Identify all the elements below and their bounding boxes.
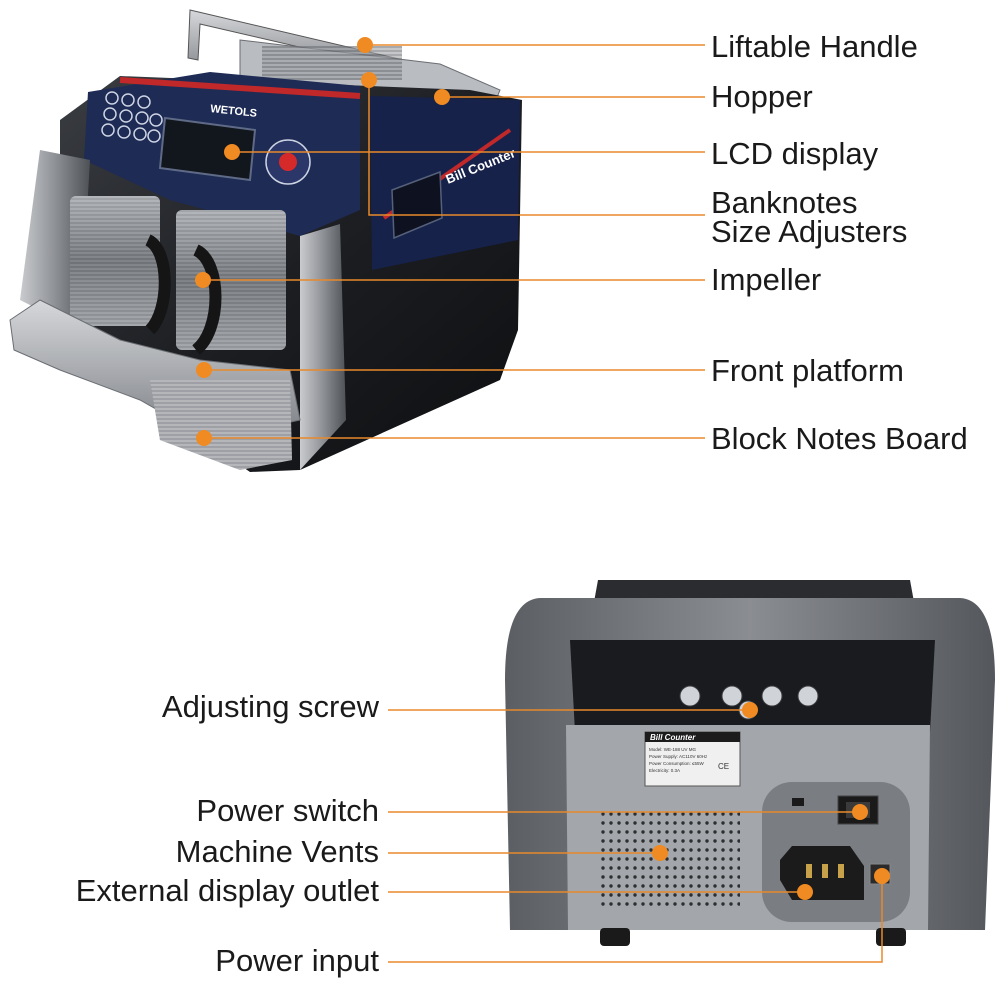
- label-power-input: Power input: [215, 943, 379, 978]
- label-banknotes: Banknotes: [711, 185, 858, 220]
- plate-line: Model: WE-188 UV MG: [649, 747, 697, 752]
- plate-line: Power Consumption: ≤55W: [649, 761, 704, 766]
- callout-dot: [224, 144, 240, 160]
- callout-dot: [195, 272, 211, 288]
- callout-dot: [357, 37, 373, 53]
- label-front-platform: Front platform: [711, 353, 904, 388]
- plate-line: Power Supply: AC110V 60Hz: [649, 754, 708, 759]
- callout-dot: [196, 430, 212, 446]
- rating-plate: Bill Counter Model: WE-188 UV MG Power S…: [644, 731, 741, 787]
- label-adjusting-screw: Adjusting screw: [161, 689, 379, 724]
- label-impeller: Impeller: [711, 262, 822, 297]
- plate-line: Electricity: 0.3A: [649, 768, 680, 773]
- back-machine-illustration: Bill Counter Model: WE-188 UV MG Power S…: [505, 580, 995, 946]
- callout-dot: [797, 884, 813, 900]
- callout-dot: [434, 89, 450, 105]
- lcd-screen: [158, 116, 257, 182]
- back-callout-dots: [652, 702, 890, 900]
- callout-dot: [652, 845, 668, 861]
- label-machine-vents: Machine Vents: [175, 834, 379, 869]
- label-lcd-display: LCD display: [711, 136, 879, 171]
- machine-vents-grid: [600, 812, 740, 908]
- back-leader-lines: [388, 709, 883, 963]
- side-display: [391, 170, 443, 240]
- plate-title: Bill Counter: [650, 733, 696, 742]
- front-machine-illustration: WETOLS Bill Counter: [9, 9, 522, 472]
- label-external-display-outlet: External display outlet: [75, 873, 379, 908]
- ce-mark: CE: [718, 762, 729, 771]
- label-liftable-handle: Liftable Handle: [711, 29, 918, 64]
- side-panel: [370, 96, 520, 270]
- keypad: [101, 91, 163, 143]
- callout-dot: [874, 868, 890, 884]
- front-leader-lines: [203, 44, 705, 439]
- label-block-notes-board: Block Notes Board: [711, 421, 968, 456]
- right-frame: [300, 224, 346, 470]
- front-callout-dots: [195, 37, 450, 446]
- callout-dot: [196, 362, 212, 378]
- label-hopper: Hopper: [711, 79, 813, 114]
- callout-dot: [361, 72, 377, 88]
- callout-dot: [742, 702, 758, 718]
- brand-text: WETOLS: [210, 103, 258, 120]
- callout-dot: [852, 804, 868, 820]
- label-power-switch: Power switch: [196, 793, 379, 828]
- label-size-adjusters: Size Adjusters: [711, 214, 908, 249]
